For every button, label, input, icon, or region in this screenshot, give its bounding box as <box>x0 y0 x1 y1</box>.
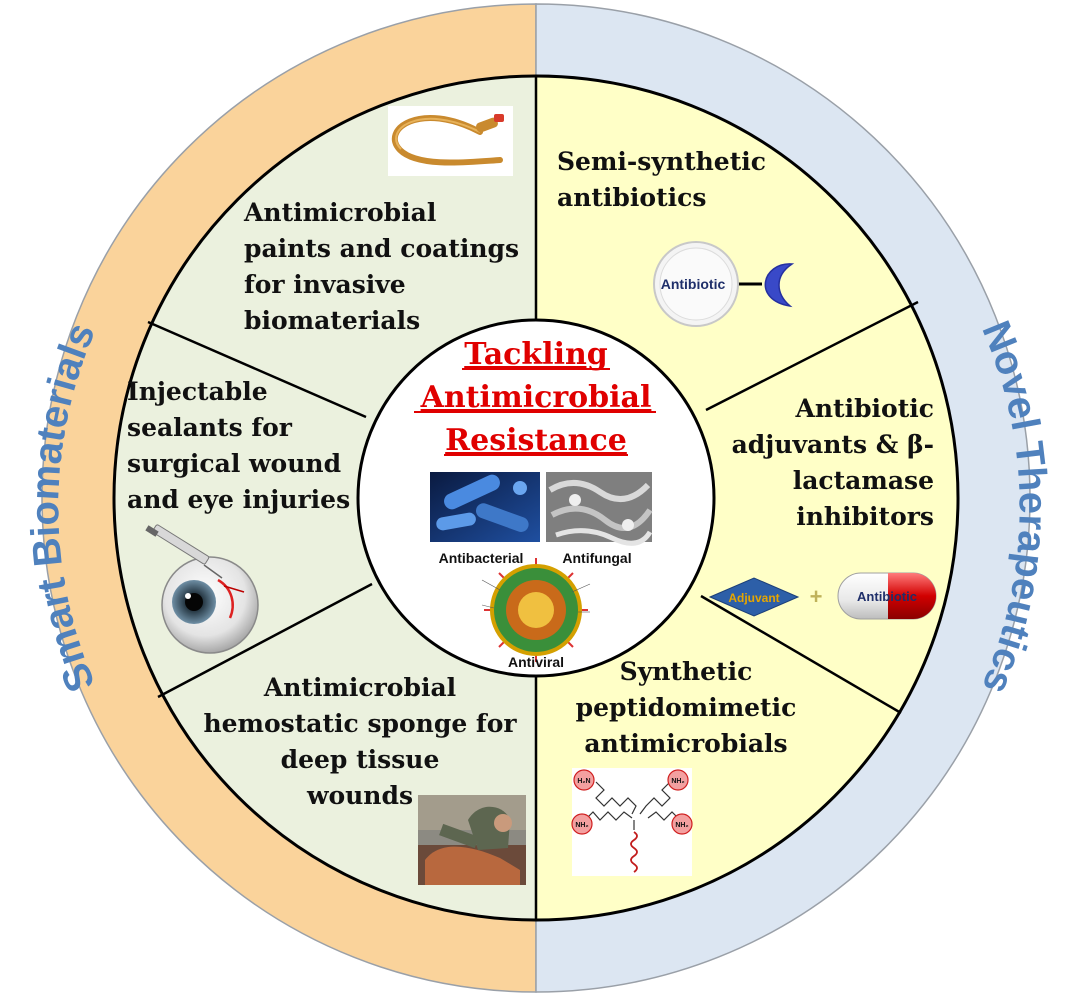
pill-label: Antibiotic <box>661 276 726 292</box>
sponge-line-4: wounds <box>306 781 414 810</box>
antibacterial-image <box>430 472 540 542</box>
adjuvant-combo-image: + <box>708 572 937 620</box>
antiviral-label: Antiviral <box>508 654 564 670</box>
synthetic-line-3: antimicrobials <box>584 729 788 758</box>
segment-dividers <box>147 76 919 920</box>
inner-left-fill <box>114 76 536 920</box>
paints-coatings-text: Antimicrobial paints and coatings for in… <box>244 195 519 339</box>
adjuvants-line-1: Antibiotic <box>795 394 934 423</box>
injectable-sealants-text: Injectable sealants for surgical wound a… <box>127 374 350 518</box>
adjuvants-line-4: inhibitors <box>796 502 934 531</box>
center-title-line-1: Tackling <box>464 337 608 372</box>
sealants-line-2: sealants for <box>127 413 292 442</box>
synthetic-line-2: peptidomimetic <box>575 693 797 722</box>
chem-label-4: NH₂ <box>675 822 688 829</box>
plus-sign: + <box>810 584 823 609</box>
inner-right-fill <box>536 76 958 920</box>
sponge-line-2: hemostatic sponge for <box>203 709 517 738</box>
capsule-label: Antibiotic <box>857 589 917 604</box>
adjuvants-line-3: lactamase <box>792 466 934 495</box>
semisynthetic-line-2: antibiotics <box>557 183 707 212</box>
chem-label-3: NH₂ <box>575 822 588 829</box>
synthetic-peptidomimetic-text: Synthetic peptidomimetic antimicrobials <box>570 654 802 762</box>
peptidomimetic-structure-image <box>571 768 693 876</box>
antibacterial-label: Antibacterial <box>439 550 524 566</box>
sealants-line-1: Injectable <box>127 377 268 406</box>
center-title: Tackling Antimicrobial Resistance <box>420 337 652 458</box>
antifungal-label: Antifungal <box>562 550 631 566</box>
center-title-line-2: Antimicrobial <box>420 380 652 415</box>
field-surgery-image <box>418 795 526 885</box>
paints-line-3: for invasive <box>244 270 406 299</box>
chem-label-2: NH₂ <box>671 778 684 785</box>
sealants-line-3: surgical wound <box>127 449 342 478</box>
paints-line-4: biomaterials <box>244 306 421 335</box>
synthetic-line-1: Synthetic <box>619 657 753 686</box>
eye-syringe-image <box>145 524 259 654</box>
semisynthetic-line-1: Semi-synthetic <box>557 147 766 176</box>
semi-synthetic-text: Semi-synthetic antibiotics <box>557 144 766 216</box>
adjuvant-label: Adjuvant <box>728 591 779 605</box>
hemostatic-sponge-text: Antimicrobial hemostatic sponge for deep… <box>180 670 540 814</box>
sponge-line-1: Antimicrobial <box>263 673 457 702</box>
antiviral-image <box>481 558 591 662</box>
chem-label-1: H₂N <box>577 778 590 785</box>
antibiotic-adjuvants-text: Antibiotic adjuvants & β- lactamase inhi… <box>700 391 934 535</box>
antifungal-image <box>546 472 653 546</box>
catheter-image <box>388 106 513 176</box>
antibiotic-pill-image <box>653 241 795 327</box>
paints-line-2: paints and coatings <box>244 234 520 263</box>
paints-line-1: Antimicrobial <box>244 198 437 227</box>
adjuvants-line-2: adjuvants & β- <box>731 430 934 459</box>
sealants-line-4: and eye injuries <box>127 485 351 514</box>
center-title-line-3: Resistance <box>445 423 627 458</box>
sponge-line-3: deep tissue <box>280 745 440 774</box>
